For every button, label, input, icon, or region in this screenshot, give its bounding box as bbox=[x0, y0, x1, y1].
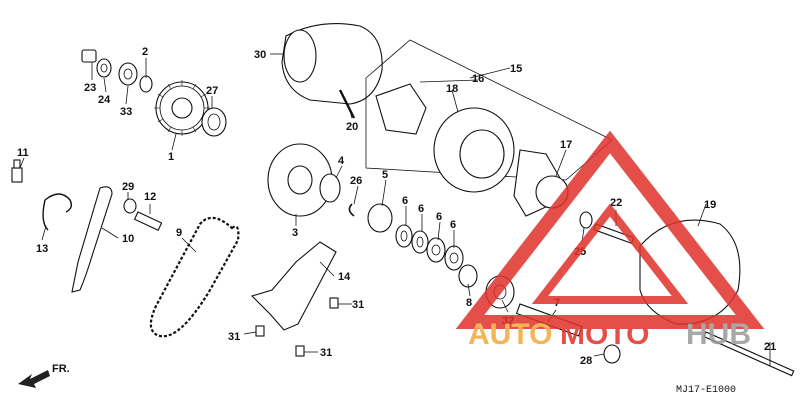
callout-19: 19 bbox=[704, 199, 716, 211]
chain-guide-part bbox=[250, 241, 337, 331]
clip-and-hub-part bbox=[348, 203, 393, 233]
callout-29: 29 bbox=[122, 181, 134, 193]
callout-31a: 31 bbox=[352, 299, 364, 311]
callout-15: 15 bbox=[510, 63, 522, 75]
callout-22: 22 bbox=[610, 197, 622, 209]
callout-12: 12 bbox=[144, 191, 156, 203]
tensioner-spring-part bbox=[42, 193, 73, 231]
callout-8: 8 bbox=[466, 297, 472, 309]
callout-14: 14 bbox=[338, 271, 351, 283]
small-bolt-part bbox=[11, 159, 23, 183]
sprocket-gear-part bbox=[154, 80, 210, 136]
callout-26: 26 bbox=[350, 175, 362, 187]
callout-24: 24 bbox=[98, 94, 111, 106]
callout-20: 20 bbox=[346, 121, 358, 133]
diagram-code: MJ17-E1000 bbox=[676, 385, 736, 396]
watermark-text-auto: AUTO bbox=[468, 318, 552, 351]
front-direction-indicator: FR. bbox=[18, 363, 70, 388]
callout-13: 13 bbox=[36, 243, 48, 255]
watermark: AUTO MOTO HUB bbox=[455, 130, 765, 351]
bolt-washer-stack-part bbox=[81, 49, 153, 93]
callout-16: 16 bbox=[472, 73, 484, 85]
callout-9: 9 bbox=[176, 227, 182, 239]
callout-6c: 6 bbox=[436, 211, 442, 223]
callout-30: 30 bbox=[254, 49, 266, 61]
callout-3: 3 bbox=[292, 227, 298, 239]
long-bolt-part bbox=[703, 331, 795, 377]
callout-6b: 6 bbox=[418, 203, 424, 215]
mounting-bolts-part bbox=[255, 297, 339, 357]
leader-lines bbox=[19, 53, 771, 366]
callout-6a: 6 bbox=[402, 195, 408, 207]
callout-10: 10 bbox=[122, 233, 134, 245]
callout-5: 5 bbox=[382, 169, 388, 181]
callout-18: 18 bbox=[446, 83, 458, 95]
callout-33: 33 bbox=[120, 106, 132, 118]
callout-31b: 31 bbox=[228, 331, 240, 343]
callout-23: 23 bbox=[84, 82, 96, 94]
callout-17: 17 bbox=[560, 139, 572, 151]
flywheel-part bbox=[267, 143, 341, 217]
tensioner-arm-part bbox=[71, 186, 113, 293]
callout-1: 1 bbox=[168, 151, 174, 163]
callout-4: 4 bbox=[338, 155, 345, 167]
cam-chain-part bbox=[149, 216, 240, 338]
watermark-triangle-icon bbox=[455, 130, 765, 329]
callout-6d: 6 bbox=[450, 219, 456, 231]
callout-27: 27 bbox=[206, 85, 218, 97]
callout-21: 21 bbox=[764, 341, 776, 353]
pivot-bolt-part bbox=[123, 198, 163, 231]
spacer-washers-part bbox=[395, 224, 464, 271]
arrow-icon bbox=[18, 370, 50, 388]
callout-2: 2 bbox=[142, 46, 148, 58]
watermark-text-hub: HUB bbox=[686, 318, 751, 351]
direction-label: FR. bbox=[52, 363, 70, 375]
clutch-housing-part bbox=[281, 23, 383, 119]
callout-31c: 31 bbox=[320, 347, 332, 359]
callout-11: 11 bbox=[17, 147, 29, 159]
callout-28: 28 bbox=[580, 355, 592, 367]
needle-bearing-part bbox=[201, 107, 227, 137]
alternator-assembly-part bbox=[365, 39, 613, 217]
watermark-text-moto: MOTO bbox=[560, 318, 649, 351]
